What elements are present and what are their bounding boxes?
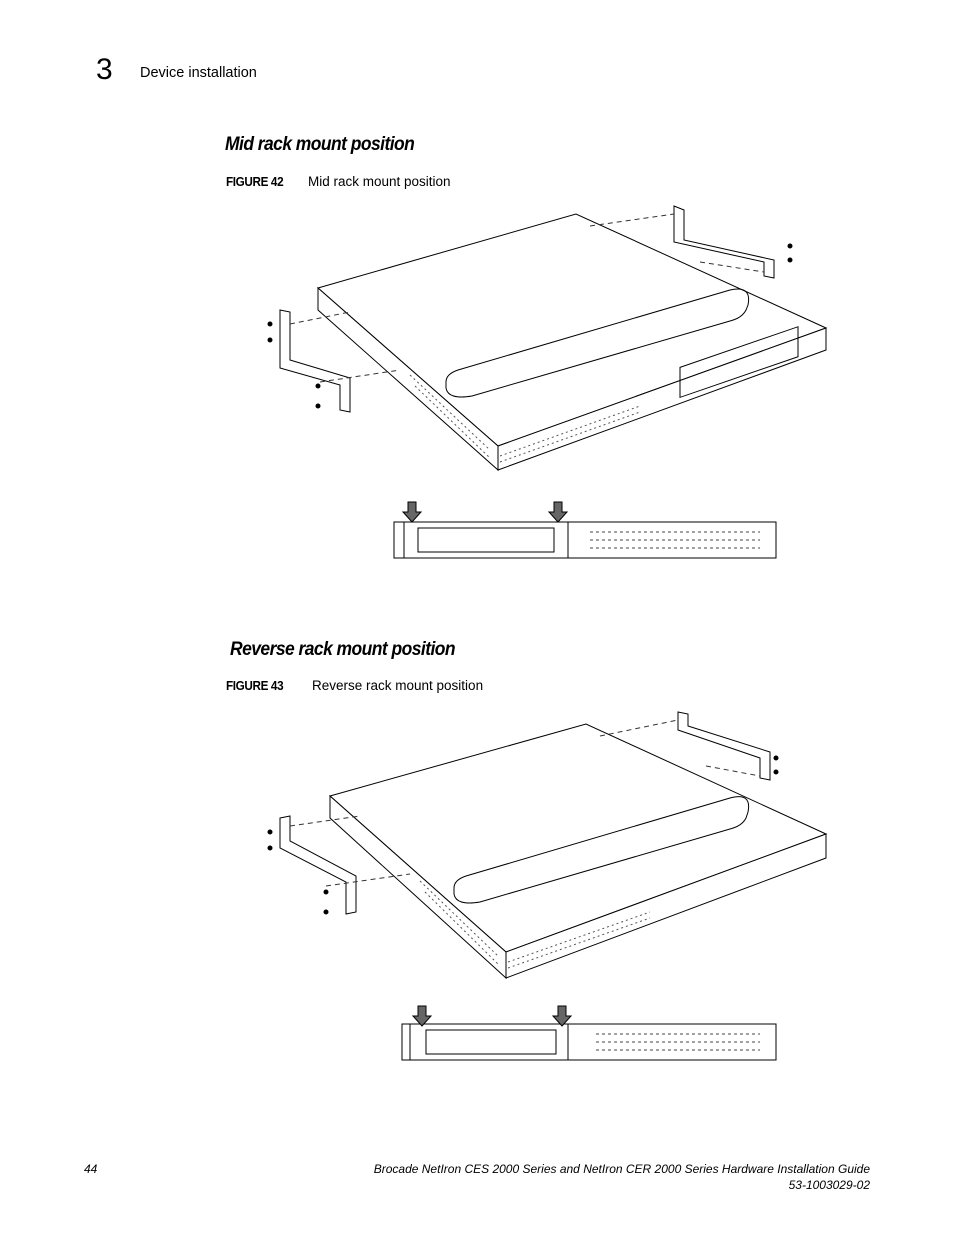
figure-label-42: FIGURE 42 [226, 174, 284, 189]
left-bracket [279, 815, 357, 915]
footer-page-number: 44 [84, 1162, 98, 1176]
right-bracket [673, 205, 775, 279]
figure-caption-42: Mid rack mount position [308, 174, 451, 189]
left-bracket [279, 309, 351, 413]
right-bracket [677, 711, 771, 781]
chapter-number: 3 [96, 53, 113, 86]
footer-doc-number: 53-1003029-02 [788, 1178, 870, 1192]
arrow-down-icon [401, 501, 423, 523]
figure-42-illustration [267, 205, 828, 559]
top-label-recess [453, 796, 750, 904]
section-title-reverse-rack: Reverse rack mount position [230, 639, 456, 660]
chapter-title: Device installation [140, 65, 257, 81]
figure-label-43: FIGURE 43 [226, 678, 284, 693]
port-block [679, 326, 799, 399]
footer-book-title: Brocade NetIron CES 2000 Series and NetI… [373, 1162, 870, 1176]
section-title-mid-rack: Mid rack mount position [225, 134, 415, 155]
chassis-side [317, 286, 499, 472]
chassis-top [316, 213, 828, 447]
chassis-side [329, 794, 507, 980]
arrow-down-icon [547, 501, 569, 523]
side-view-bracket [403, 521, 569, 559]
side-view-bracket [409, 1023, 569, 1061]
figure-43-illustration [267, 711, 828, 1061]
screws [267, 243, 793, 409]
top-label-recess [445, 288, 750, 398]
screws [267, 755, 779, 915]
chassis-top [328, 723, 828, 953]
arrow-down-icon [411, 1005, 433, 1027]
arrow-down-icon [551, 1005, 573, 1027]
figure-caption-43: Reverse rack mount position [312, 678, 484, 693]
